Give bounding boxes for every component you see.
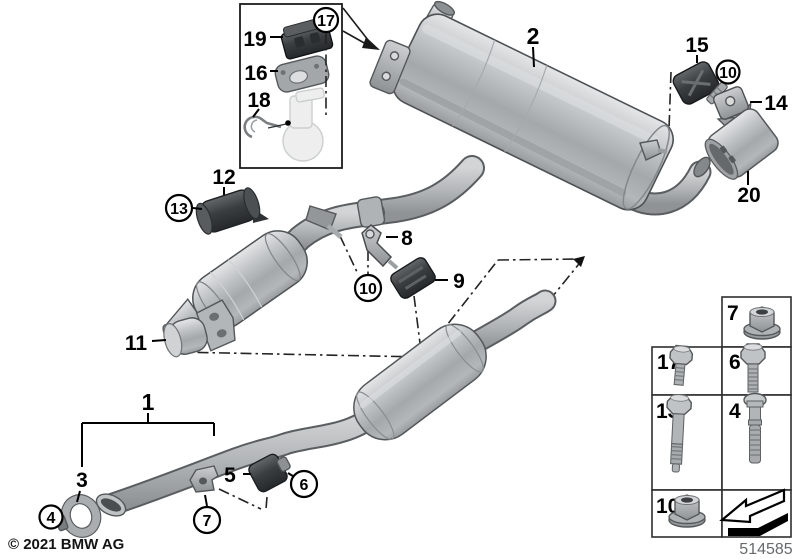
circled-7: 7	[203, 513, 212, 530]
stud-bracket	[305, 205, 343, 239]
copyright-notice: © 2021 BMW AG	[8, 536, 124, 553]
hanger-bracket-8	[361, 224, 399, 270]
pipe-sleeve	[356, 196, 386, 228]
callout-1: 1	[142, 389, 155, 415]
circled-4: 4	[47, 510, 56, 527]
vibration-damper	[195, 187, 269, 235]
direction-arrow-icon	[719, 488, 788, 536]
ghost-bracket	[282, 87, 325, 162]
circled-6: 6	[300, 477, 309, 494]
front-pipe-opening	[95, 493, 127, 517]
callout-labels: 19 16 18 2 12 8 9 11 15 14 20 1 3 5	[76, 23, 788, 507]
callout-3: 3	[76, 469, 88, 492]
callout-20: 20	[737, 184, 760, 207]
rear-silencer	[359, 0, 712, 226]
tailpipe-tip	[704, 108, 779, 180]
callout-18: 18	[247, 89, 271, 112]
hex-bolt-short-icon	[669, 344, 694, 386]
callout-2: 2	[527, 23, 540, 49]
centre-silencer-body	[353, 323, 487, 441]
callout-9: 9	[453, 270, 465, 293]
callout-11: 11	[125, 332, 148, 355]
legend-num-7: 7	[727, 302, 739, 325]
circled-17: 17	[317, 13, 335, 30]
callout-14: 14	[764, 92, 788, 115]
centre-silencer-assembly	[95, 289, 557, 517]
callout-5: 5	[224, 464, 236, 487]
callout-12: 12	[212, 166, 235, 189]
rear-muffler-body	[392, 13, 674, 211]
hex-bolt-long-icon	[666, 393, 693, 473]
fastener-legend: 7 17 6 1	[651, 296, 792, 538]
tailpipe-end	[693, 156, 711, 178]
circled-10: 10	[359, 281, 377, 298]
gasket-plate-16	[274, 55, 330, 93]
shoulder-bolt-icon	[743, 392, 767, 464]
rubber-mount-15	[672, 61, 720, 105]
callout-8: 8	[401, 227, 413, 250]
diagram-sheet-number: 514585	[739, 541, 792, 558]
rubber-mount-9	[390, 257, 436, 299]
hex-bolt-icon	[740, 343, 766, 393]
detail-box	[239, 3, 380, 169]
circled-10b: 10	[719, 65, 737, 82]
circled-13: 13	[170, 201, 188, 218]
flange-nut-icon	[668, 494, 706, 528]
rubber-mount-5	[248, 453, 291, 493]
legend-num-6: 6	[729, 351, 741, 374]
flange-nut-icon	[743, 306, 781, 340]
exhaust-clamp	[163, 299, 236, 358]
tailpipe-hanger-bracket	[639, 139, 668, 161]
callout-15: 15	[685, 34, 709, 57]
arrowhead	[362, 37, 380, 50]
hanger-bracket-on-pipe	[189, 465, 219, 493]
arrowhead	[573, 256, 585, 267]
circled-callouts: 17 13 10 10 4 6 7	[38, 6, 741, 535]
mount-flange	[369, 39, 411, 95]
callout-19: 19	[243, 28, 266, 51]
legend-num-4: 4	[729, 400, 741, 423]
callout-16: 16	[244, 62, 267, 85]
